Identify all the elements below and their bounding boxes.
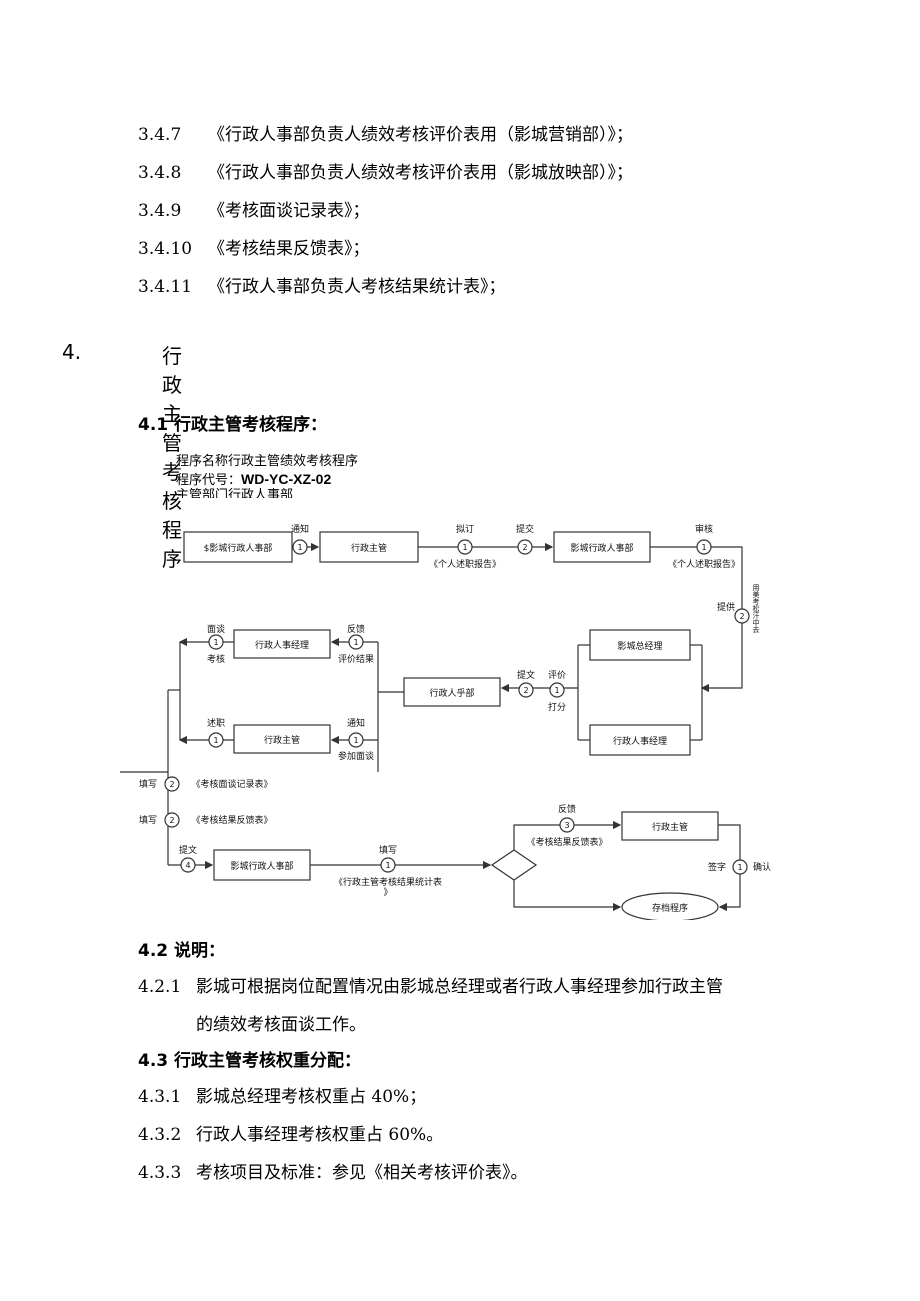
program-dept-clipped: 主管部门行政人事部: [170, 488, 370, 498]
side-label: 用美考松汗中去: [752, 584, 760, 634]
edge-label: 提文: [517, 669, 535, 681]
program-code: 程序代号：WD-YC-XZ-02: [176, 471, 332, 488]
edge-label: 评价: [548, 670, 566, 681]
edge-label: 反馈: [347, 623, 365, 635]
paragraph-cont: 的绩效考核面谈工作。: [196, 1015, 366, 1035]
box-admin-2: [233, 724, 331, 754]
step-number: 1: [353, 736, 358, 745]
edge-label: 填写: [139, 814, 157, 826]
edge-label: 审核: [695, 523, 713, 535]
edge-label: 确认: [753, 861, 771, 873]
step-number: 2: [169, 780, 174, 789]
label-hr-mgr-2: 行政人事经理: [255, 639, 309, 651]
step-number: 1: [213, 736, 218, 745]
step-number: 2: [522, 543, 527, 552]
label-admin-3: 行政主管: [652, 821, 688, 833]
program-name: 程序名称行政主管绩效考核程序: [176, 454, 359, 469]
label-cinema-hr-1: $影城行政人事部: [204, 542, 273, 554]
list-item: 3.4.9《考核面谈记录表》；: [138, 201, 370, 221]
box-hr-mgr-2: [233, 629, 331, 659]
step-number: 1: [701, 543, 706, 552]
label-gm: 影城总经理: [617, 640, 662, 652]
edge-label: 提交: [516, 523, 534, 535]
edge-label: 《考核面谈记录表》: [191, 778, 272, 790]
step-number: 2: [739, 612, 744, 621]
program-dept: 主管部门行政人事部: [176, 488, 294, 498]
box-archive: [621, 892, 719, 920]
edge-label: 《个人述职报告》: [668, 558, 740, 570]
edge-label: 提供: [717, 601, 735, 613]
edge-label: 填写: [379, 844, 397, 856]
edge-label: 评价结果: [338, 653, 374, 665]
edge-label: 参加面谈: [338, 750, 374, 762]
step-number: 1: [462, 543, 467, 552]
list-item: 3.4.7《行政人事部负责人绩效考核评价表用（影城营销部）》；: [138, 125, 633, 145]
section-heading: 4. 行政主管考核程序: [62, 340, 182, 571]
label-archive: 存档程序: [652, 902, 688, 914]
step-number: 1: [385, 861, 390, 870]
edge-label: 填写: [139, 778, 157, 790]
flowchart: $影城行政人事部 行政主管 影城行政人事部 影城总经理 行政人事经理 行政人乎部…: [120, 523, 771, 920]
edge-label: 通知: [291, 523, 309, 535]
edge-label: 》: [383, 887, 392, 898]
list-item: 3.4.11《行政人事部负责人考核结果统计表》；: [138, 277, 506, 297]
decision-diamond: [490, 849, 538, 881]
label-hr-dept: 行政人乎部: [429, 687, 474, 699]
label-admin-2: 行政主管: [264, 734, 300, 746]
step-number: 1: [737, 863, 742, 872]
edge-label: 述职: [207, 717, 225, 729]
edge-label: 《行政主管考核结果统计表: [334, 876, 442, 888]
step-number: 2: [523, 686, 528, 695]
edge-label: 考核: [207, 653, 225, 665]
step-number: 1: [554, 686, 559, 695]
edge-label: 反馈: [558, 803, 576, 815]
step-number: 1: [213, 638, 218, 647]
edge-label: 面谈: [207, 623, 225, 635]
edge-label: 拟订: [456, 523, 474, 535]
section-title: 行政主管考核程序: [162, 344, 182, 571]
edge-label: 通知: [347, 717, 365, 729]
step-number: 1: [353, 638, 358, 647]
edge-label: 提文: [179, 844, 197, 856]
step-number: 1: [297, 543, 302, 552]
step-number: 3: [564, 821, 569, 830]
section-number: 4.: [62, 340, 82, 364]
label-cinema-hr-2: 影城行政人事部: [570, 542, 633, 554]
box-admin-3: [621, 811, 719, 841]
list-item: 3.4.10《考核结果反馈表》；: [138, 239, 370, 259]
label-hr-mgr-1: 行政人事经理: [613, 735, 667, 747]
edge-label: 签字: [708, 861, 726, 873]
edge-label: 《考核结果反馈表》: [191, 814, 272, 826]
label-cinema-hr-3: 影城行政人事部: [230, 860, 293, 872]
edge-label: 《考核结果反馈表》: [526, 836, 607, 848]
step-number: 4: [185, 861, 190, 870]
label-admin-1: 行政主管: [351, 542, 387, 554]
edge-label: 打分: [548, 701, 566, 713]
step-number: 2: [169, 816, 174, 825]
list-item: 3.4.8《行政人事部负责人绩效考核评价表用（影城放映部）》；: [138, 163, 633, 183]
edge-label: 《个人述职报告》: [429, 558, 501, 570]
